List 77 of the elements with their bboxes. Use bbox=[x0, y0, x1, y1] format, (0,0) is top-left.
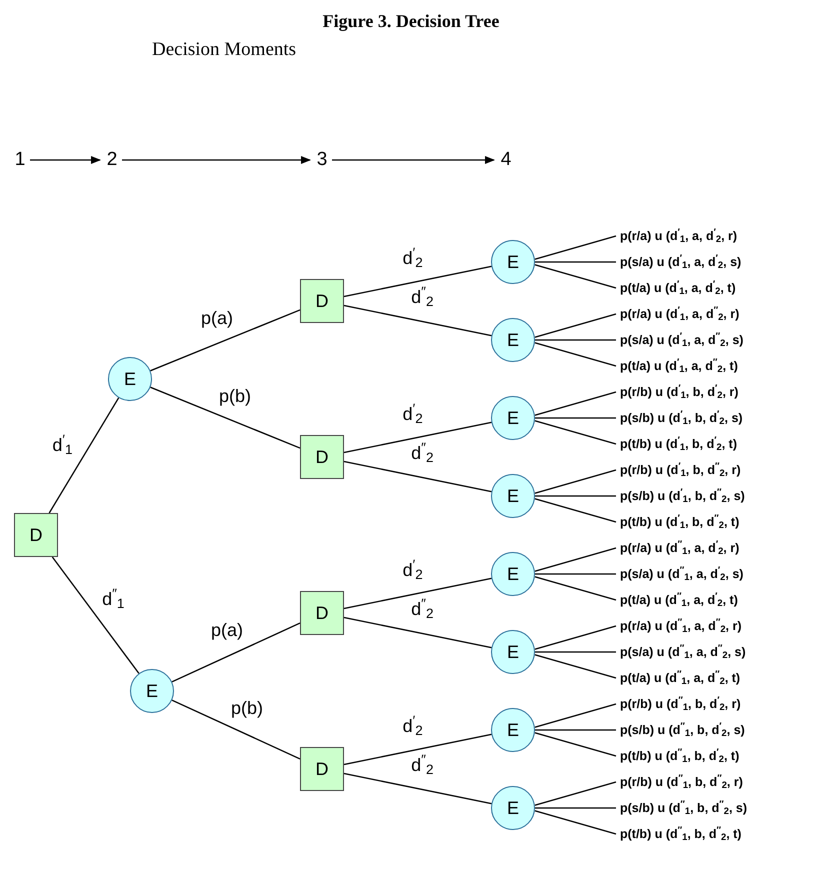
decision-moment-number: 4 bbox=[498, 148, 514, 172]
branch-line bbox=[150, 386, 300, 449]
payoff-text: p(t/b) u (d$^{′}$$_{1}$, b, d$^{′}$$_{2}$, t) bbox=[620, 434, 738, 454]
edge-label: p(b) bbox=[229, 699, 265, 718]
branch-line bbox=[48, 398, 120, 514]
payoff-text: p(r/a) u (d$^{′}$$_{1}$, a, d$^{′}$$_{2}$, r) bbox=[620, 226, 738, 246]
branch-line bbox=[535, 807, 616, 809]
arrow bbox=[122, 156, 311, 164]
arrow bbox=[332, 156, 495, 164]
branch-line bbox=[344, 578, 492, 610]
arrow bbox=[30, 156, 101, 164]
branch-line bbox=[535, 573, 616, 575]
branch-line bbox=[344, 422, 492, 454]
decision-node-square: D bbox=[300, 591, 344, 635]
payoff-text: p(s/a) u (d$^{″}$$_{1}$, a, d$^{″}$$_{2}$, s) bbox=[620, 642, 746, 662]
branch-line bbox=[535, 261, 616, 263]
branch-line bbox=[344, 616, 492, 648]
payoff-text: p(t/a) u (d$^{′}$$_{1}$, a, d$^{″}$$_{2}$, t) bbox=[620, 356, 738, 376]
branch-line bbox=[534, 235, 616, 260]
decision-node-square: D bbox=[14, 513, 58, 557]
branch-line bbox=[344, 460, 492, 492]
figure-title: Figure 3. Decision Tree bbox=[322, 10, 500, 33]
branch-line bbox=[535, 495, 616, 497]
branch-line bbox=[534, 391, 616, 416]
payoff-text: p(s/a) u (d$^{′}$$_{1}$, a, d$^{″}$$_{2}$, s) bbox=[620, 330, 744, 350]
payoff-text: p(r/b) u (d$^{′}$$_{1}$, b, d$^{″}$$_{2}$, r) bbox=[620, 460, 741, 480]
branch-line bbox=[534, 625, 616, 650]
branch-line bbox=[535, 729, 616, 731]
branch-line bbox=[534, 498, 616, 523]
payoff-text: p(s/b) u (d$^{′}$$_{1}$, b, d$^{′}$$_{2}$, s) bbox=[620, 408, 743, 428]
branch-line bbox=[344, 304, 492, 336]
decision-moment-number: 2 bbox=[104, 148, 120, 172]
branch-line bbox=[535, 417, 616, 419]
branch-line bbox=[344, 266, 492, 298]
decision-node-square: D bbox=[300, 747, 344, 791]
payoff-text: p(s/b) u (d$^{″}$$_{1}$, b, d$^{″}$$_{2}$, s) bbox=[620, 798, 748, 818]
decision-node-square: D bbox=[300, 435, 344, 479]
branch-line bbox=[535, 339, 616, 341]
branch-line bbox=[534, 654, 616, 679]
decision-moment-number: 1 bbox=[12, 148, 28, 172]
payoff-text: p(s/a) u (d$^{″}$$_{1}$, a, d$^{′}$$_{2}$, s) bbox=[620, 564, 744, 584]
payoff-text: p(r/a) u (d$^{″}$$_{1}$, a, d$^{′}$$_{2}$, r) bbox=[620, 538, 740, 558]
decision-node-square: D bbox=[300, 279, 344, 323]
branch-line bbox=[344, 772, 492, 804]
payoff-text: p(t/b) u (d$^{″}$$_{1}$, b, d$^{′}$$_{2}$, t) bbox=[620, 746, 740, 766]
payoff-text: p(r/b) u (d$^{″}$$_{1}$, b, d$^{′}$$_{2}$, r) bbox=[620, 694, 741, 714]
payoff-text: p(s/b) u (d$^{″}$$_{1}$, b, d$^{′}$$_{2}$, s) bbox=[620, 720, 745, 740]
branch-line bbox=[534, 703, 616, 728]
decision-moment-number: 3 bbox=[314, 148, 330, 172]
payoff-text: p(r/a) u (d$^{″}$$_{1}$, a, d$^{″}$$_{2}$, r) bbox=[620, 616, 742, 636]
branch-line bbox=[344, 734, 492, 766]
payoff-text: p(t/a) u (d$^{′}$$_{1}$, a, d$^{′}$$_{2}$, t) bbox=[620, 278, 736, 298]
payoff-text: p(r/b) u (d$^{′}$$_{1}$, b, d$^{′}$$_{2}$, r) bbox=[620, 382, 738, 402]
branch-line bbox=[534, 576, 616, 601]
payoff-text: p(t/a) u (d$^{″}$$_{1}$, a, d$^{′}$$_{2}$, t) bbox=[620, 590, 738, 610]
branch-line bbox=[534, 732, 616, 757]
branch-line bbox=[172, 700, 300, 760]
payoff-text: p(t/a) u (d$^{″}$$_{1}$, a, d$^{″}$$_{2}$, t) bbox=[620, 668, 740, 688]
axis-heading: Decision Moments bbox=[152, 38, 296, 62]
branch-line bbox=[534, 781, 616, 806]
branch-line bbox=[534, 264, 616, 289]
payoff-text: p(t/b) u (d$^{′}$$_{1}$, b, d$^{″}$$_{2}$, t) bbox=[620, 512, 740, 532]
payoff-text: p(t/b) u (d$^{″}$$_{1}$, b, d$^{″}$$_{2}$, t) bbox=[620, 824, 742, 844]
branch-line bbox=[534, 810, 616, 835]
branch-line bbox=[52, 556, 140, 674]
payoff-text: p(s/b) u (d$^{′}$$_{1}$, b, d$^{″}$$_{2}$, s) bbox=[620, 486, 745, 506]
payoff-text: p(r/b) u (d$^{″}$$_{1}$, b, d$^{″}$$_{2}$, r) bbox=[620, 772, 743, 792]
branch-line bbox=[534, 313, 616, 338]
branch-line bbox=[534, 420, 616, 445]
branch-line bbox=[150, 309, 300, 372]
branch-line bbox=[535, 651, 616, 653]
branch-line bbox=[534, 547, 616, 572]
branch-line bbox=[534, 342, 616, 367]
payoff-text: p(r/a) u (d$^{′}$$_{1}$, a, d$^{″}$$_{2}$, r) bbox=[620, 304, 740, 324]
branch-line bbox=[534, 469, 616, 494]
branch-line bbox=[172, 622, 300, 682]
payoff-text: p(s/a) u (d$^{′}$$_{1}$, a, d$^{′}$$_{2}$, s) bbox=[620, 252, 742, 272]
